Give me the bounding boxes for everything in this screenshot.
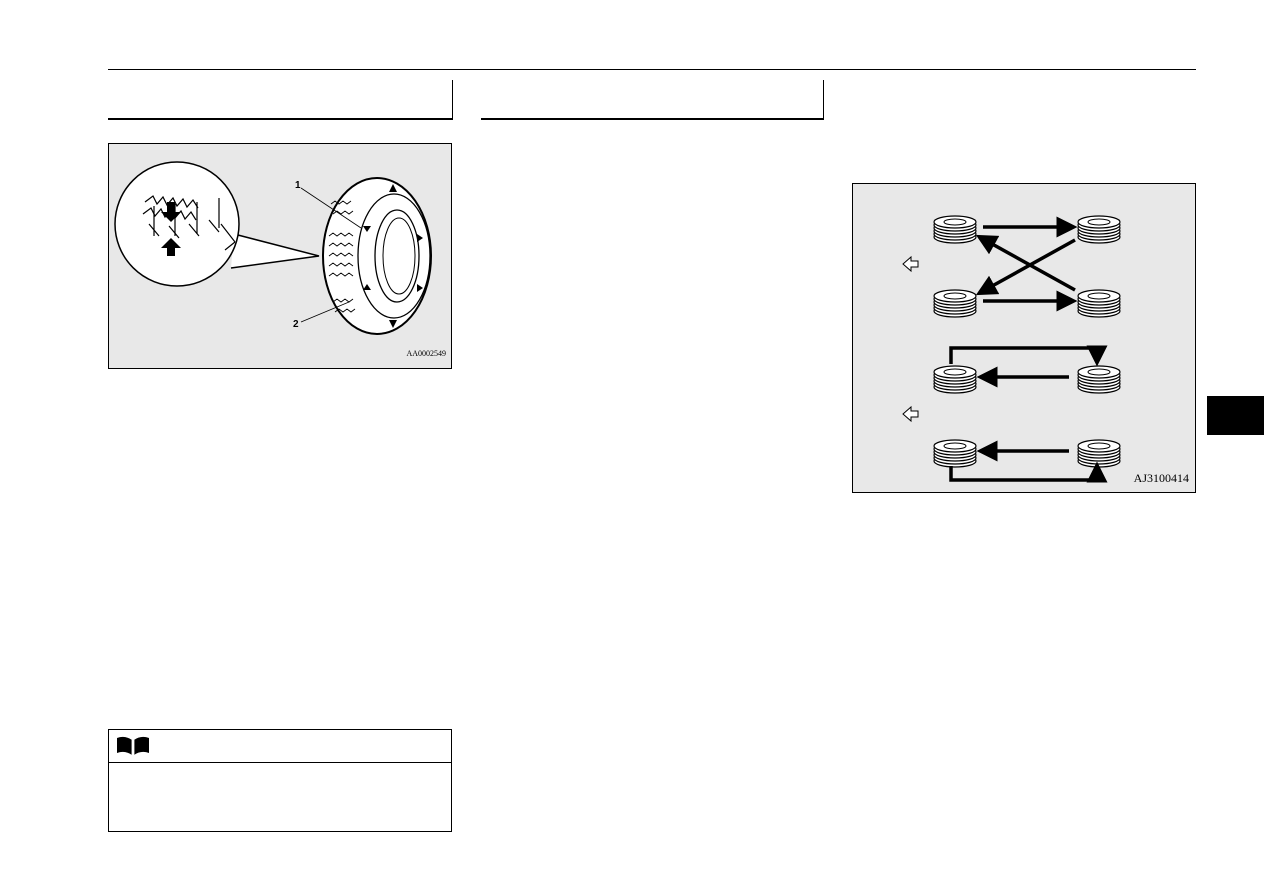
- tire-wear-indicator-figure: 1 2 AA0002549: [108, 143, 452, 369]
- note-box: [108, 729, 452, 832]
- tire-rear-right: [1077, 289, 1121, 318]
- left-section-header: [108, 80, 453, 120]
- tire-rotation-figure: AJ3100414: [852, 183, 1196, 493]
- section-tab: [1207, 396, 1264, 435]
- note-header: [109, 730, 451, 763]
- tire-front-left: [933, 215, 977, 244]
- tire-lower-front-right: [1077, 365, 1121, 394]
- tire-lower-rear-left: [933, 439, 977, 468]
- open-book-icon: [117, 736, 149, 755]
- figure-code: AA0002549: [406, 349, 446, 358]
- top-rule: [108, 69, 1196, 70]
- tire-rotation-diagram: [902, 215, 1121, 483]
- tire-rear-left: [933, 289, 977, 318]
- middle-section-header: [481, 80, 824, 120]
- tire-front-right: [1077, 215, 1121, 244]
- figure-code: AJ3100414: [1133, 471, 1189, 485]
- callout-2: 2: [293, 319, 299, 330]
- tire-lower-rear-right: [1077, 439, 1121, 468]
- callout-1: 1: [295, 180, 301, 191]
- tire-lower-front-left: [933, 365, 977, 394]
- tire-wear-illustration: [114, 161, 432, 335]
